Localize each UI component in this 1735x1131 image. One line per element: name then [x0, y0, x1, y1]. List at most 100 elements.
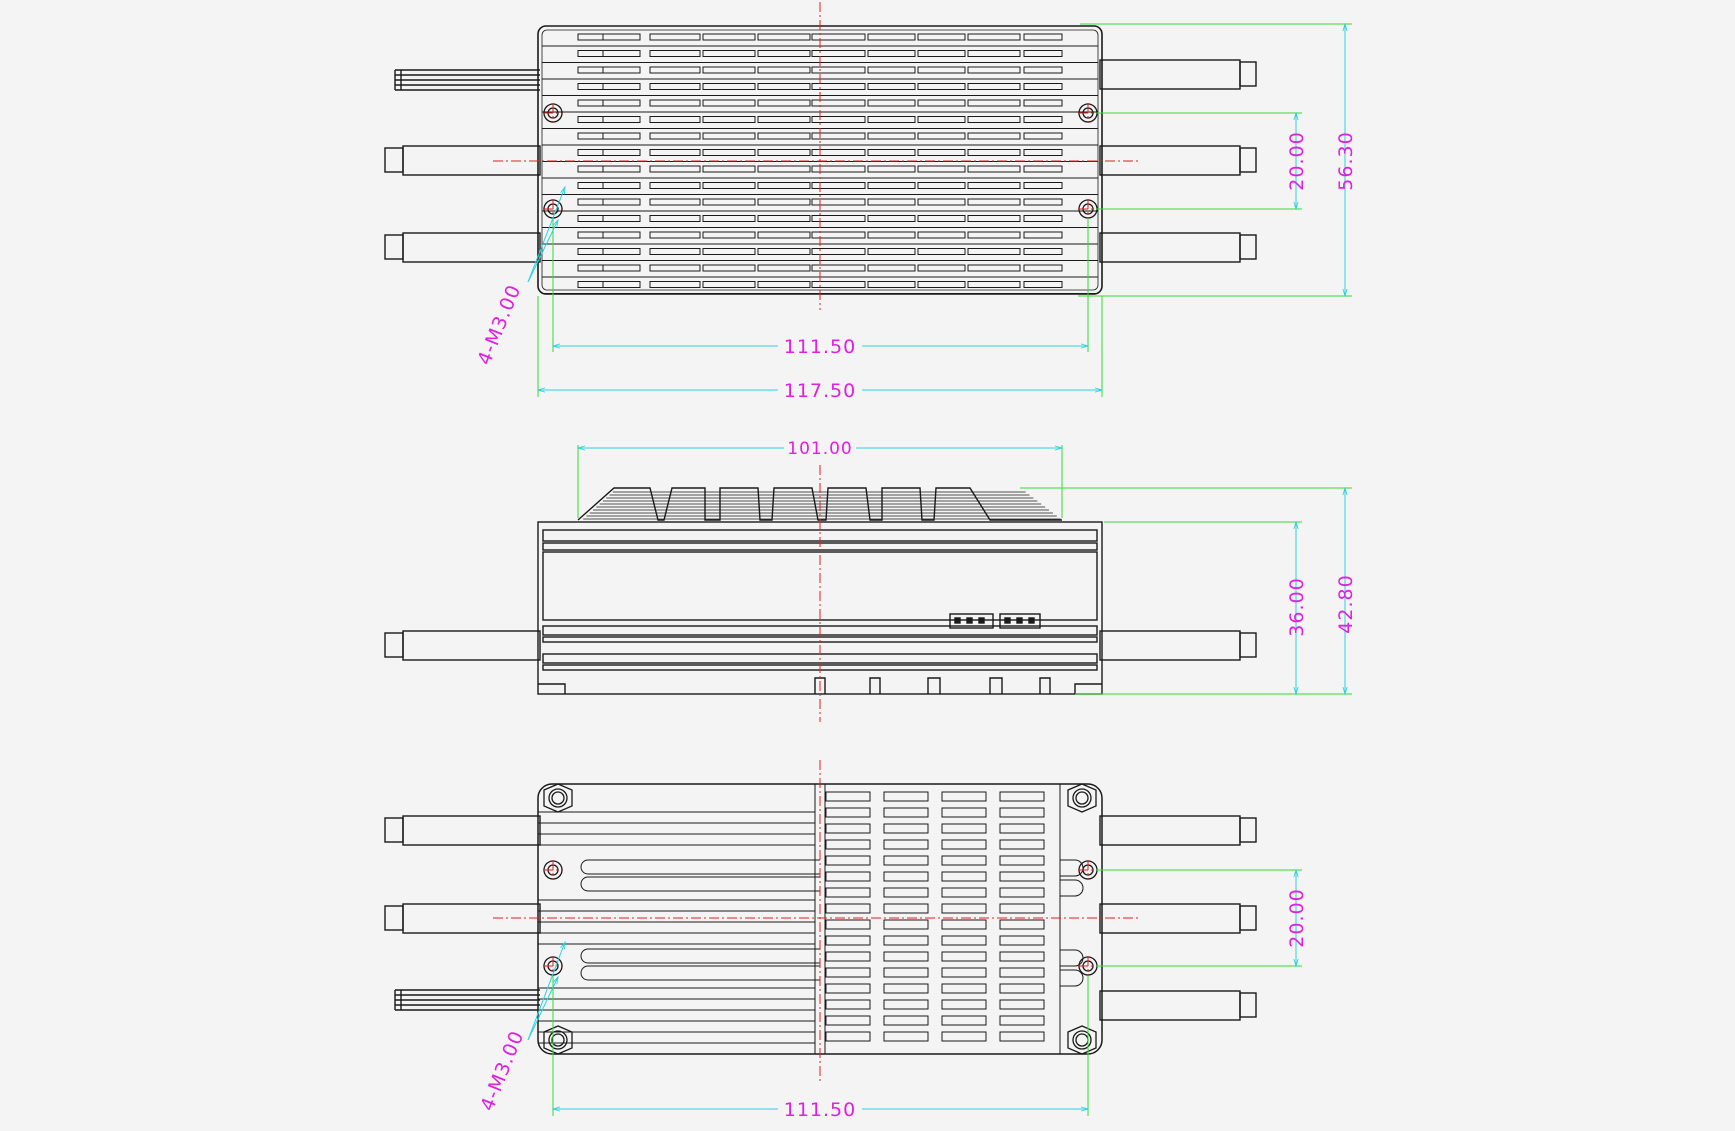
- vent-slot: [999, 791, 1045, 802]
- side-view-cables: [384, 630, 1257, 661]
- fin-segment: [967, 83, 1021, 90]
- bottom-long-slots: [580, 859, 820, 981]
- vent-slot: [825, 839, 871, 850]
- power-cable-left: [384, 630, 541, 661]
- fin-segment: [867, 132, 916, 140]
- fin-segment: [1023, 83, 1063, 90]
- fin-segment: [577, 165, 604, 173]
- vent-slot: [883, 855, 929, 866]
- fin-segment: [649, 83, 701, 90]
- vent-slot: [883, 807, 929, 818]
- fin-segment: [867, 83, 916, 90]
- vent-slot: [999, 871, 1045, 882]
- fin-segment: [602, 132, 641, 140]
- fin-segment: [577, 99, 604, 107]
- fin-segment: [867, 182, 916, 189]
- fin-segment: [602, 281, 641, 288]
- fin-segment: [811, 264, 866, 272]
- fin-segment: [811, 281, 866, 288]
- fin-segment: [917, 264, 966, 272]
- fin-segment: [649, 248, 701, 255]
- fin-segment: [702, 33, 756, 41]
- fin-segment: [1023, 149, 1063, 156]
- fin-segment: [1023, 198, 1063, 206]
- fin-segment: [867, 281, 916, 288]
- vent-slot: [825, 983, 871, 994]
- fin-segment: [757, 182, 811, 189]
- fin-segment: [967, 165, 1021, 173]
- vent-slot: [941, 823, 987, 834]
- fin-segment: [967, 66, 1021, 74]
- fin-segment: [917, 132, 966, 140]
- vent-grid: [825, 791, 1045, 1042]
- fin-segment: [917, 50, 966, 57]
- vent-slot: [941, 887, 987, 898]
- signal-wire-left: [394, 989, 540, 1011]
- fin-segment: [649, 33, 701, 41]
- bottom-slots: [814, 677, 1051, 694]
- fin-segment: [702, 149, 756, 156]
- fin-segment: [917, 116, 966, 123]
- fin-segment: [577, 281, 604, 288]
- fin-segment: [811, 149, 866, 156]
- side-view: 101.00 36.00 42.80: [384, 437, 1357, 722]
- vent-slot: [825, 871, 871, 882]
- vent-slot: [941, 919, 987, 930]
- fin-segment: [649, 182, 701, 189]
- bottom-view-cables: [384, 815, 1257, 1021]
- fin-segment: [602, 215, 641, 222]
- dim-text-36-00: 36.00: [1286, 577, 1308, 636]
- fin-segment: [867, 264, 916, 272]
- fin-segment: [702, 281, 756, 288]
- vent-slot: [941, 791, 987, 802]
- power-cable-left-1: [384, 815, 541, 846]
- corner-boss: [543, 1025, 573, 1055]
- fin-segment: [757, 198, 811, 206]
- fin-segment: [1023, 50, 1063, 57]
- fin-segment: [967, 281, 1021, 288]
- vent-slot: [941, 1031, 987, 1042]
- vent-slot: [825, 903, 871, 914]
- fin-segment: [917, 231, 966, 239]
- fin-segment: [1023, 248, 1063, 255]
- fin-segment: [702, 66, 756, 74]
- corner-boss: [1067, 1025, 1097, 1055]
- fin-segment: [867, 165, 916, 173]
- fin-segment: [757, 83, 811, 90]
- vent-slot: [883, 999, 929, 1010]
- fin-segment: [577, 182, 604, 189]
- top-view: 111.50 117.50 20.00 56.30 4-M3.00: [384, 2, 1357, 402]
- vent-slot: [825, 887, 871, 898]
- fin-segment: [757, 149, 811, 156]
- hole-callout: 4-M3.00: [476, 1027, 528, 1114]
- fin-segment: [757, 248, 811, 255]
- fin-segment: [577, 215, 604, 222]
- fin-segment: [917, 281, 966, 288]
- signal-wire-left: [394, 69, 540, 91]
- top-view-extension-lines: [537, 23, 1352, 397]
- fin-segment: [967, 132, 1021, 140]
- side-view-extension-lines: [577, 445, 1352, 695]
- vent-slot: [941, 1015, 987, 1026]
- fin-segment: [917, 198, 966, 206]
- fin-segment: [967, 99, 1021, 107]
- fin-segment: [967, 149, 1021, 156]
- fin-segment: [811, 165, 866, 173]
- vent-slot: [941, 807, 987, 818]
- vent-slot: [883, 919, 929, 930]
- fin-segment: [577, 149, 604, 156]
- fin-segment: [577, 116, 604, 123]
- side-view-heatsink: [577, 487, 1062, 521]
- fin-segment: [649, 264, 701, 272]
- fin-segment: [577, 198, 604, 206]
- fin-segment: [967, 116, 1021, 123]
- vent-slot: [999, 983, 1045, 994]
- power-cable-right-3: [1099, 990, 1257, 1021]
- fin-segment: [649, 50, 701, 57]
- vent-slot: [999, 903, 1045, 914]
- power-cable-left-2: [384, 903, 541, 934]
- vent-slot: [825, 935, 871, 946]
- fin-segment: [577, 231, 604, 239]
- dim-text-56-30: 56.30: [1335, 131, 1357, 190]
- fin-segment: [867, 66, 916, 74]
